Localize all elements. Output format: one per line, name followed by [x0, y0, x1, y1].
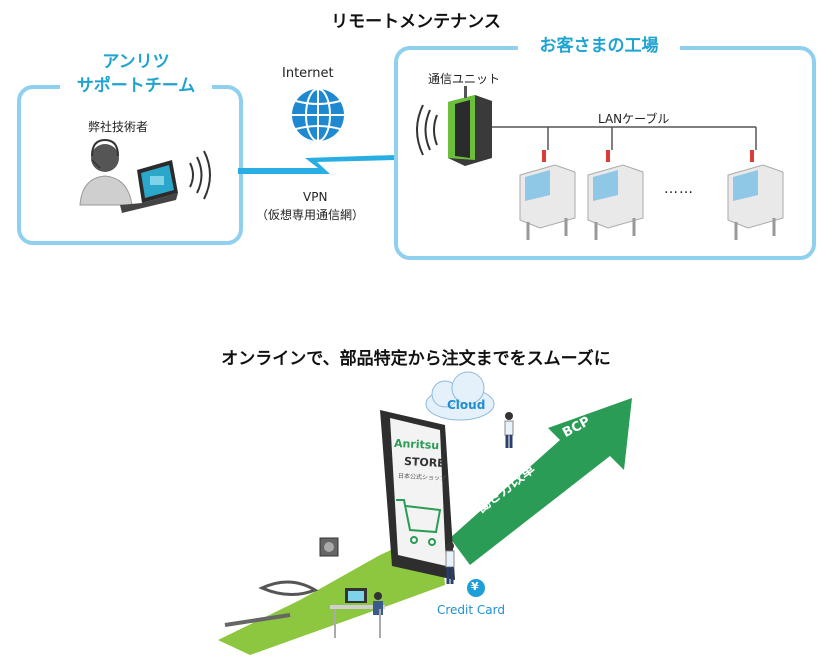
vpn-label: VPN — [303, 190, 328, 204]
factory-title: お客さまの工場 — [518, 34, 680, 58]
person-cloud-icon — [504, 412, 514, 448]
online-heading: オンラインで、部品特定から注文までをスムーズに — [221, 349, 611, 369]
remote-heading: リモートメンテナンス — [331, 12, 501, 32]
credit-card-label: Credit Card — [437, 603, 505, 617]
store-sub-label: 日本公式ショップ — [397, 472, 447, 483]
bcp-label: BCP — [560, 414, 593, 441]
yen-symbol: ¥ — [471, 580, 479, 593]
engineer-label: 弊社技術者 — [88, 120, 149, 134]
support-team-title-line1: アンリツ — [102, 52, 170, 72]
shaft-part-icon — [224, 613, 291, 627]
support-team-title-line2: サポートチーム — [76, 76, 196, 96]
cloud-label: Cloud — [447, 398, 486, 412]
anritsu-brand: Anritsu — [393, 436, 440, 453]
support-team-panel — [17, 85, 243, 245]
lan-cable-label: LANケーブル — [598, 112, 670, 126]
bcp-arrow — [450, 398, 632, 565]
light-green-arrow — [218, 528, 445, 655]
internet-globe-icon — [292, 88, 344, 142]
motor-part-icon — [319, 537, 339, 557]
store-label: STORE — [403, 454, 446, 471]
machines-ellipsis: …… — [664, 181, 694, 197]
workstyle-label: 働き方改革 — [473, 460, 539, 517]
communication-unit-label: 通信ユニット — [428, 72, 501, 86]
store-phone — [380, 410, 455, 580]
belt-part-icon — [258, 580, 319, 596]
desk-worker-icon — [330, 588, 385, 638]
internet-label: Internet — [282, 66, 334, 81]
cloud-icon — [425, 371, 495, 421]
support-team-title: アンリツ サポートチーム — [60, 50, 212, 104]
vpn-note: （仮想専用通信網） — [256, 208, 365, 222]
vpn-connection-line — [238, 155, 395, 174]
shopping-cart-icon — [396, 499, 442, 546]
person-card-icon — [445, 542, 455, 584]
